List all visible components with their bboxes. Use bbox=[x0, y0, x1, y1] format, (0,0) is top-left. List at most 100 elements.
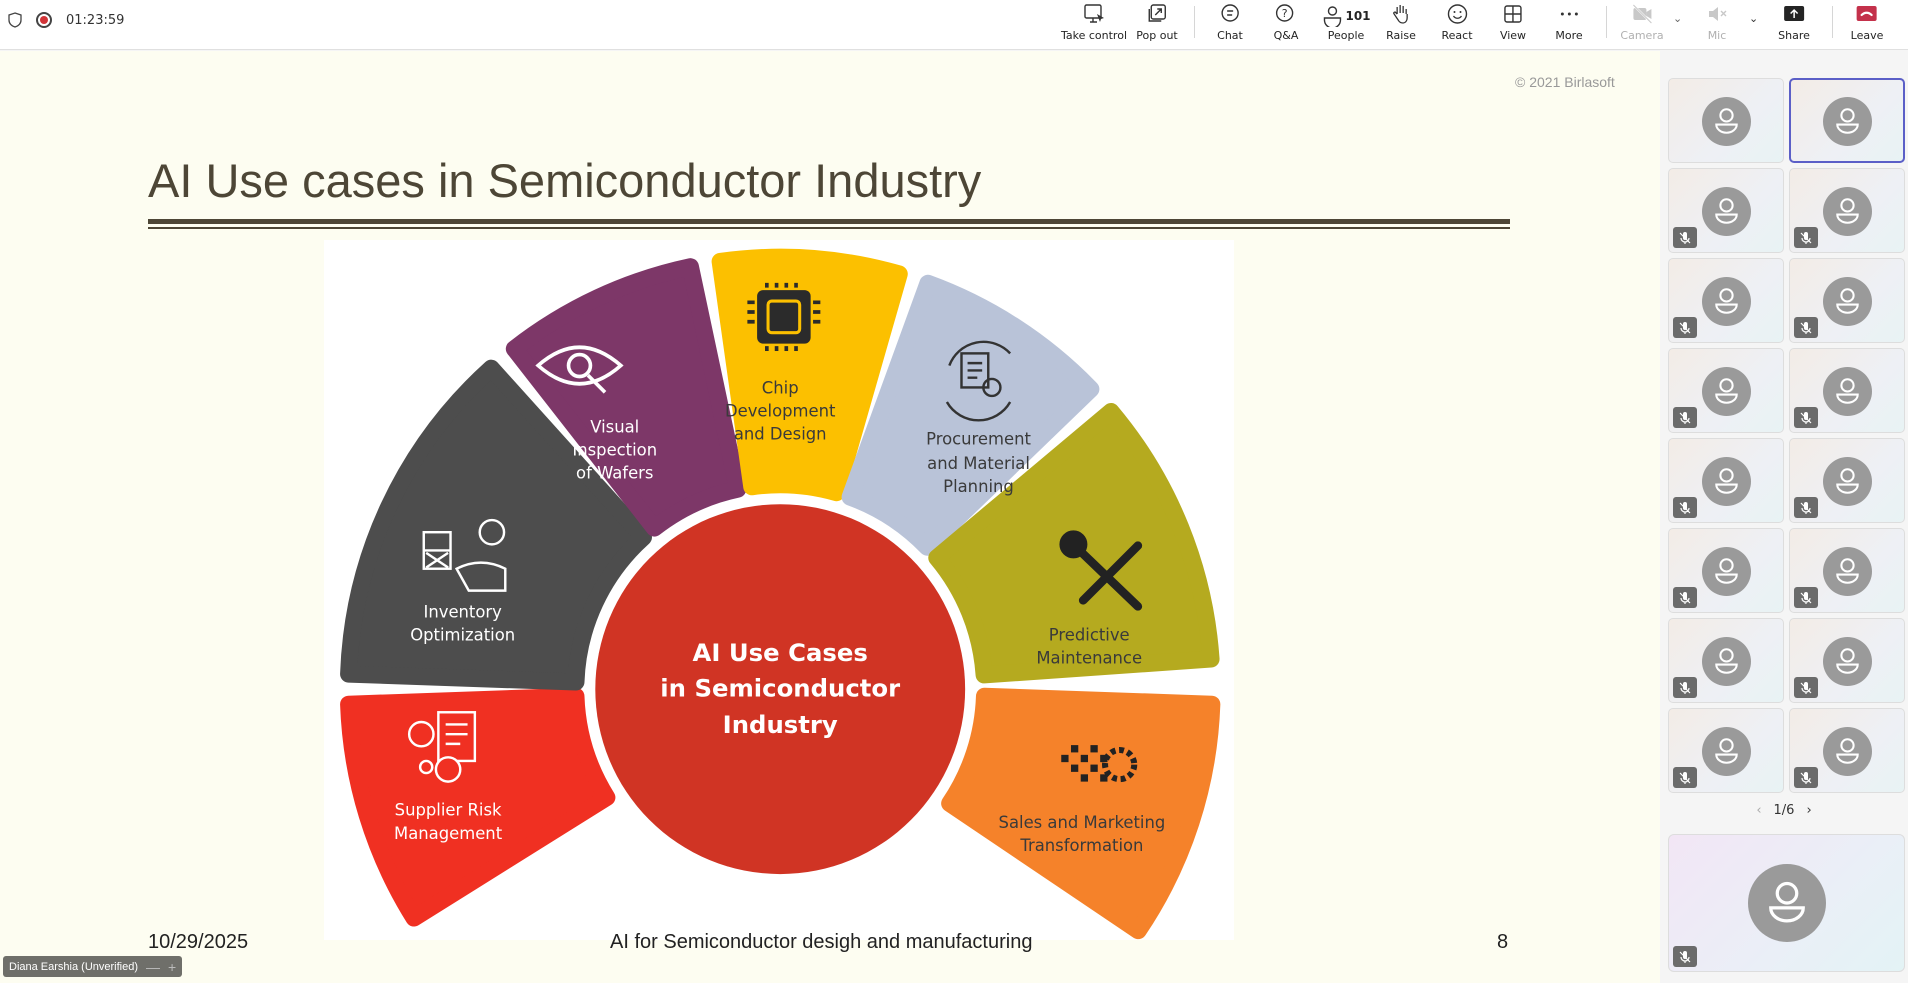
participant-tile[interactable] bbox=[1668, 618, 1784, 703]
leave-label: Leave bbox=[1850, 29, 1884, 42]
segment-label-chip-development: Chip bbox=[762, 379, 799, 398]
participants-gallery: ‹ 1/6 › bbox=[1660, 51, 1908, 983]
leave-button[interactable]: Leave bbox=[1850, 3, 1884, 42]
participant-tile[interactable] bbox=[1668, 348, 1784, 433]
page-indicator: 1/6 bbox=[1773, 803, 1795, 818]
mic-off-icon bbox=[1673, 767, 1697, 788]
participant-tile[interactable] bbox=[1789, 618, 1905, 703]
participant-tile[interactable] bbox=[1789, 528, 1905, 613]
qa-button[interactable]: ? Q&A bbox=[1274, 3, 1298, 42]
mic-off-icon bbox=[1794, 497, 1818, 518]
segment-label-chip-development: and Design bbox=[734, 425, 827, 444]
pop-out-button[interactable]: Pop out bbox=[1136, 3, 1178, 42]
mic-options-chevron-icon[interactable]: ⌄ bbox=[1749, 12, 1759, 25]
participant-tile[interactable] bbox=[1789, 438, 1905, 523]
chat-button[interactable]: Chat bbox=[1217, 3, 1243, 42]
wrench-screwdriver-icon bbox=[1059, 530, 1143, 611]
next-page-icon[interactable]: › bbox=[1806, 803, 1812, 818]
participant-tile[interactable] bbox=[1668, 78, 1784, 163]
participant-tile[interactable] bbox=[1668, 438, 1784, 523]
camera-label: Camera bbox=[1620, 29, 1664, 42]
pixel-gear-icon bbox=[1061, 745, 1138, 783]
presenter-name: Diana Earshia (Unverified) bbox=[9, 960, 138, 973]
speaker-muted-icon bbox=[1709, 7, 1727, 21]
mic-off-icon bbox=[1794, 407, 1818, 428]
avatar bbox=[1702, 456, 1751, 506]
view-button[interactable]: View bbox=[1500, 3, 1526, 42]
camera-button[interactable]: Camera bbox=[1620, 3, 1664, 42]
center-label-line: AI Use Cases bbox=[693, 638, 868, 667]
pop-out-icon bbox=[1148, 4, 1166, 22]
segment-label-predictive-maintenance: Predictive bbox=[1049, 625, 1130, 644]
people-icon bbox=[1323, 6, 1342, 27]
avatar bbox=[1747, 864, 1826, 942]
mic-off-icon bbox=[1794, 677, 1818, 698]
camera-off-icon bbox=[1632, 4, 1652, 24]
mic-off-icon bbox=[1794, 767, 1818, 788]
react-button[interactable]: React bbox=[1441, 3, 1473, 42]
chat-label: Chat bbox=[1217, 29, 1243, 42]
react-label: React bbox=[1441, 29, 1473, 42]
segment-label-procurement: Planning bbox=[943, 477, 1014, 496]
participant-tile[interactable] bbox=[1789, 708, 1905, 793]
mic-button[interactable]: Mic bbox=[1706, 3, 1728, 42]
presenter-badge: Diana Earshia (Unverified) — + bbox=[3, 956, 183, 977]
avatar bbox=[1702, 366, 1751, 416]
segment-label-inventory: Inventory bbox=[424, 602, 503, 621]
mic-off-icon bbox=[1794, 587, 1818, 608]
participant-tile[interactable] bbox=[1668, 708, 1784, 793]
avatar bbox=[1702, 726, 1751, 776]
center-label-line: in Semiconductor bbox=[660, 673, 900, 702]
avatar bbox=[1823, 456, 1872, 506]
participant-tile[interactable] bbox=[1668, 258, 1784, 343]
recording-icon bbox=[36, 12, 52, 28]
take-control-button[interactable]: Take control bbox=[1061, 3, 1127, 42]
raise-hand-button[interactable]: Raise bbox=[1386, 3, 1416, 42]
toolbar-divider bbox=[1606, 6, 1607, 38]
segment-label-procurement: Procurement bbox=[926, 430, 1031, 449]
segment-label-supplier-risk: Supplier Risk bbox=[395, 801, 502, 820]
share-icon bbox=[1784, 6, 1804, 21]
segment-label-visual-inspection: Visual bbox=[590, 417, 639, 436]
more-icon bbox=[1560, 12, 1578, 16]
participant-tile[interactable] bbox=[1789, 258, 1905, 343]
previous-page-icon[interactable]: ‹ bbox=[1756, 803, 1762, 818]
toolbar-divider bbox=[1194, 6, 1195, 38]
mic-off-icon bbox=[1673, 497, 1697, 518]
mic-off-icon bbox=[1673, 227, 1697, 248]
document-cycle-icon bbox=[945, 340, 1012, 422]
avatar bbox=[1823, 366, 1872, 416]
segment-label-chip-development: Development bbox=[725, 402, 836, 421]
slide-title: AI Use cases in Semiconductor Industry bbox=[148, 154, 982, 207]
zoom-out-button[interactable]: — bbox=[146, 958, 160, 975]
segment-label-inventory: Optimization bbox=[410, 625, 515, 644]
participant-tile[interactable] bbox=[1789, 348, 1905, 433]
segment-label-supplier-risk: Management bbox=[394, 824, 503, 843]
camera-options-chevron-icon[interactable]: ⌄ bbox=[1673, 12, 1683, 25]
svg-text:?: ? bbox=[1282, 7, 1288, 20]
people-document-icon bbox=[407, 711, 477, 783]
zoom-in-button[interactable]: + bbox=[168, 958, 177, 975]
segment-label-sales-marketing: Sales and Marketing bbox=[999, 813, 1166, 832]
avatar bbox=[1823, 186, 1872, 236]
participant-tile[interactable] bbox=[1789, 168, 1905, 253]
participant-tile[interactable] bbox=[1668, 528, 1784, 613]
self-video-tile[interactable] bbox=[1668, 834, 1905, 972]
shield-icon bbox=[8, 12, 22, 28]
take-control-label: Take control bbox=[1060, 29, 1128, 42]
participant-tile[interactable] bbox=[1668, 168, 1784, 253]
slide-copyright: © 2021 Birlasoft bbox=[1515, 74, 1615, 90]
avatar bbox=[1702, 276, 1751, 326]
share-button[interactable]: Share bbox=[1778, 3, 1810, 42]
people-button[interactable]: 101 People bbox=[1321, 3, 1371, 42]
segment-supplier-risk bbox=[340, 687, 616, 927]
participant-tile[interactable] bbox=[1789, 78, 1905, 163]
more-button[interactable]: More bbox=[1555, 3, 1583, 42]
segment-sales-marketing bbox=[941, 687, 1221, 940]
slide-caption: AI for Semiconductor desigh and manufact… bbox=[610, 931, 1033, 953]
avatar bbox=[1702, 96, 1751, 146]
mic-off-icon bbox=[1673, 407, 1697, 428]
segment-label-sales-marketing: Transformation bbox=[1019, 836, 1143, 855]
people-count: 101 bbox=[1345, 9, 1371, 23]
avatar bbox=[1823, 636, 1872, 686]
